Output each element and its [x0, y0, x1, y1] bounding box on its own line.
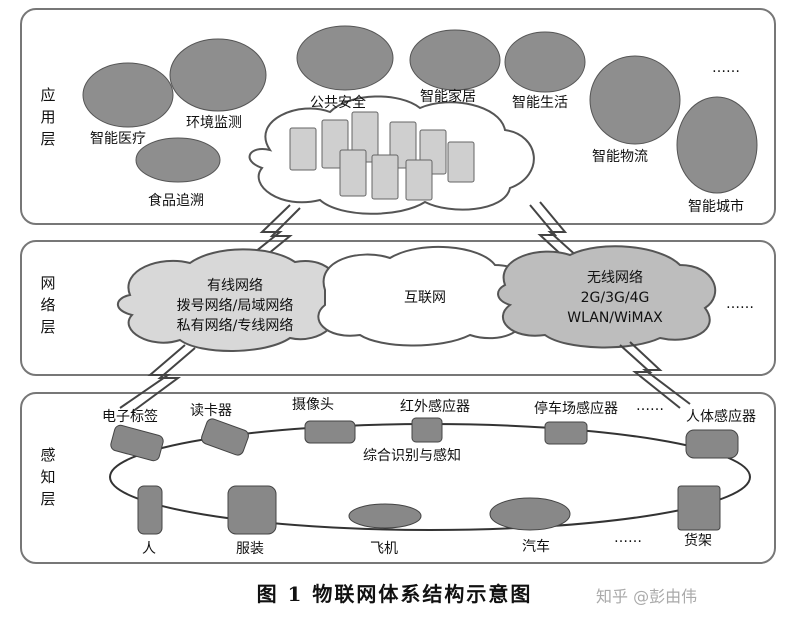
- clothing-image: [227, 485, 277, 535]
- parking-more: ……: [636, 398, 664, 414]
- infrared-label: 红外感应器: [400, 399, 470, 415]
- food-trace-label: 食品追溯: [148, 193, 204, 209]
- card-reader-label: 读卡器: [190, 403, 232, 419]
- car-image: [489, 497, 571, 531]
- watermark: 知乎 @彭由伟: [596, 587, 698, 606]
- wired-network-text: 有线网络 拨号网络/局域网络 私有网络/专线网络: [150, 276, 320, 336]
- plane-label: 飞机: [370, 541, 398, 557]
- perception-layer-label: 感知层: [40, 446, 56, 508]
- wireless-line-2: 2G/3G/4G: [580, 290, 650, 306]
- food-trace-photo: [135, 137, 221, 183]
- parking-sensor-label: 停车场感应器: [534, 401, 618, 417]
- network-layer-label: 网络层: [40, 274, 56, 336]
- rfid-tag-label: 电子标签: [102, 409, 158, 425]
- smart-medical-photo: [82, 62, 174, 128]
- camera-image: [304, 420, 356, 444]
- smart-home-label: 智能家居: [420, 89, 476, 105]
- wireless-network-text: 无线网络 2G/3G/4G WLAN/WiMAX: [530, 268, 700, 328]
- server-cloud: [248, 95, 535, 215]
- camera-label: 摄像头: [292, 397, 334, 413]
- application-layer-label: 应用层: [40, 86, 56, 148]
- parking-sensor-image: [544, 421, 588, 445]
- wired-line-1: 有线网络: [207, 278, 263, 294]
- smart-medical-label: 智能医疗: [90, 131, 146, 147]
- smart-city-photo: [676, 96, 758, 194]
- environment-monitor-label: 环境监测: [186, 115, 242, 131]
- car-label: 汽车: [522, 539, 550, 555]
- rfid-tag-image: [110, 424, 164, 462]
- link-network-perception: [119, 341, 691, 413]
- wired-line-3: 私有网络/专线网络: [176, 318, 294, 334]
- human-sensor-image: [685, 429, 739, 459]
- bottom-more: ……: [614, 530, 642, 546]
- wireless-network-cloud: [497, 245, 717, 349]
- infrared-sensor-image: [411, 417, 443, 443]
- smart-logistics-photo: [589, 55, 681, 145]
- public-safety-label: 公共安全: [310, 95, 366, 111]
- network-more: ……: [726, 296, 754, 312]
- wired-line-2: 拨号网络/局域网络: [176, 298, 294, 314]
- public-safety-photo: [296, 25, 394, 91]
- clothing-label: 服装: [236, 541, 264, 557]
- plane-image: [348, 503, 422, 529]
- card-reader-image: [201, 418, 249, 456]
- figure-caption: 图 1 物联网体系结构示意图: [256, 582, 533, 606]
- smart-life-photo: [504, 31, 586, 93]
- shelf-label: 货架: [684, 533, 712, 549]
- environment-photo: [169, 38, 267, 112]
- human-sensor-label: 人体感应器: [686, 409, 756, 425]
- person-image: [137, 485, 163, 535]
- perception-layer-frame: 感知层: [20, 392, 776, 564]
- internet-label: 互联网: [404, 290, 446, 306]
- smart-city-label: 智能城市: [688, 199, 744, 215]
- smart-logistics-label: 智能物流: [592, 149, 648, 165]
- wireless-line-1: 无线网络: [587, 270, 643, 286]
- smart-life-label: 智能生活: [512, 95, 568, 111]
- shelf-image: [677, 485, 721, 531]
- application-more: ……: [712, 60, 740, 76]
- integrated-sensing-label: 综合识别与感知: [363, 448, 461, 464]
- wireless-line-3: WLAN/WiMAX: [567, 310, 663, 326]
- smart-home-photo: [409, 29, 501, 91]
- person-label: 人: [142, 541, 156, 557]
